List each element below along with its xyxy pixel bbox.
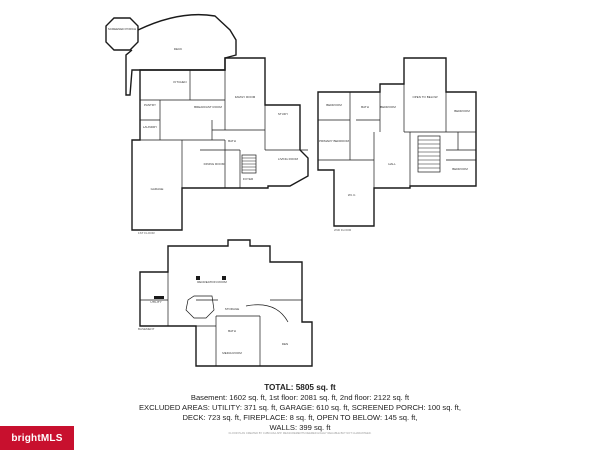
second-floor-stairs xyxy=(417,135,441,173)
label-garage: GARAGE xyxy=(151,187,164,191)
first-floor-plan: SCREENED PORCH DECK KITCHEN BREAKFAST RO… xyxy=(105,13,309,235)
basement-curved-wall xyxy=(245,304,289,323)
label-screened-porch: SCREENED PORCH xyxy=(108,27,136,31)
label-recreation: RECREATION ROOM xyxy=(197,280,227,284)
label-laundry: LAUNDRY xyxy=(143,125,157,129)
label-study: STUDY xyxy=(278,112,288,116)
second-floor-outline xyxy=(317,57,477,227)
second-floor-plan: BEDROOM BEDROOM BEDROOM BEDROOM PRIMARY … xyxy=(317,57,477,232)
label-deck: DECK xyxy=(174,47,182,51)
first-floor-outline xyxy=(131,57,309,231)
label-bedroom-a: BEDROOM xyxy=(326,103,342,107)
excluded-areas-cont: DECK: 723 sq. ft, FIREPLACE: 8 sq. ft, O… xyxy=(182,413,418,422)
first-floor-stairs xyxy=(241,154,257,174)
label-wic: W.I.C. xyxy=(348,193,356,197)
label-hall: HALL xyxy=(388,162,396,166)
basement-outline xyxy=(139,239,313,367)
first-floor-label: 1ST FLOOR xyxy=(138,231,155,235)
label-breakfast: BREAKFAST ROOM xyxy=(194,105,222,109)
basement-fixture xyxy=(154,296,164,299)
label-pantry: PANTRY xyxy=(144,103,156,107)
screened-porch-outline xyxy=(105,17,139,51)
label-bedroom-c: BEDROOM xyxy=(454,109,470,113)
label-living: LIVING ROOM xyxy=(278,157,299,161)
second-floor-interior-walls xyxy=(318,84,476,188)
walls-area: WALLS: 399 sq. ft xyxy=(269,423,331,432)
label-bedroom-b: BEDROOM xyxy=(380,105,396,109)
brightmls-logo: brightMLS xyxy=(0,426,74,450)
first-floor-interior-walls xyxy=(132,70,308,188)
label-foyer: FOYER xyxy=(243,177,254,181)
label-media: MEDIA ROOM xyxy=(222,351,242,355)
label-family: FAMILY ROOM xyxy=(235,95,256,99)
label-utility: UTILITY xyxy=(150,300,161,304)
label-bedroom-d: BEDROOM xyxy=(452,167,468,171)
area-summary: TOTAL: 5805 sq. ft Basement: 1602 sq. ft… xyxy=(0,383,600,433)
floor-areas: Basement: 1602 sq. ft, 1st floor: 2081 s… xyxy=(190,393,410,402)
label-dining: DINING ROOM xyxy=(204,162,225,166)
total-area: TOTAL: 5805 sq. ft xyxy=(264,383,336,392)
floor-plans: SCREENED PORCH DECK KITCHEN BREAKFAST RO… xyxy=(105,13,477,367)
label-open-below: OPEN TO BELOW xyxy=(412,95,437,99)
label-storage: STORAGE xyxy=(225,307,240,311)
column-marker xyxy=(222,276,226,280)
disclaimer-text: FLOOR PLAN CREATED BY CUBICASA APP. MEAS… xyxy=(228,432,372,435)
label-primary: PRIMARY BEDROOM xyxy=(319,139,349,143)
basement-plan: RECREATION ROOM UTILITY STORAGE BATH MED… xyxy=(138,239,313,367)
label-bath-second: BATH xyxy=(361,105,369,109)
basement-bar-outline xyxy=(185,295,215,319)
basement-label: BASEMENT xyxy=(138,327,155,331)
excluded-areas: EXCLUDED AREAS: UTILITY: 371 sq. ft, GAR… xyxy=(138,403,461,412)
second-floor-label: 2ND FLOOR xyxy=(334,228,352,232)
label-bath-first: BATH xyxy=(228,139,236,143)
label-den: DEN xyxy=(282,342,288,346)
basement-interior-walls xyxy=(140,272,302,366)
label-kitchen: KITCHEN xyxy=(173,80,186,84)
deck-outline xyxy=(125,13,237,96)
label-bath-basement: BATH xyxy=(228,329,236,333)
column-marker xyxy=(196,276,200,280)
